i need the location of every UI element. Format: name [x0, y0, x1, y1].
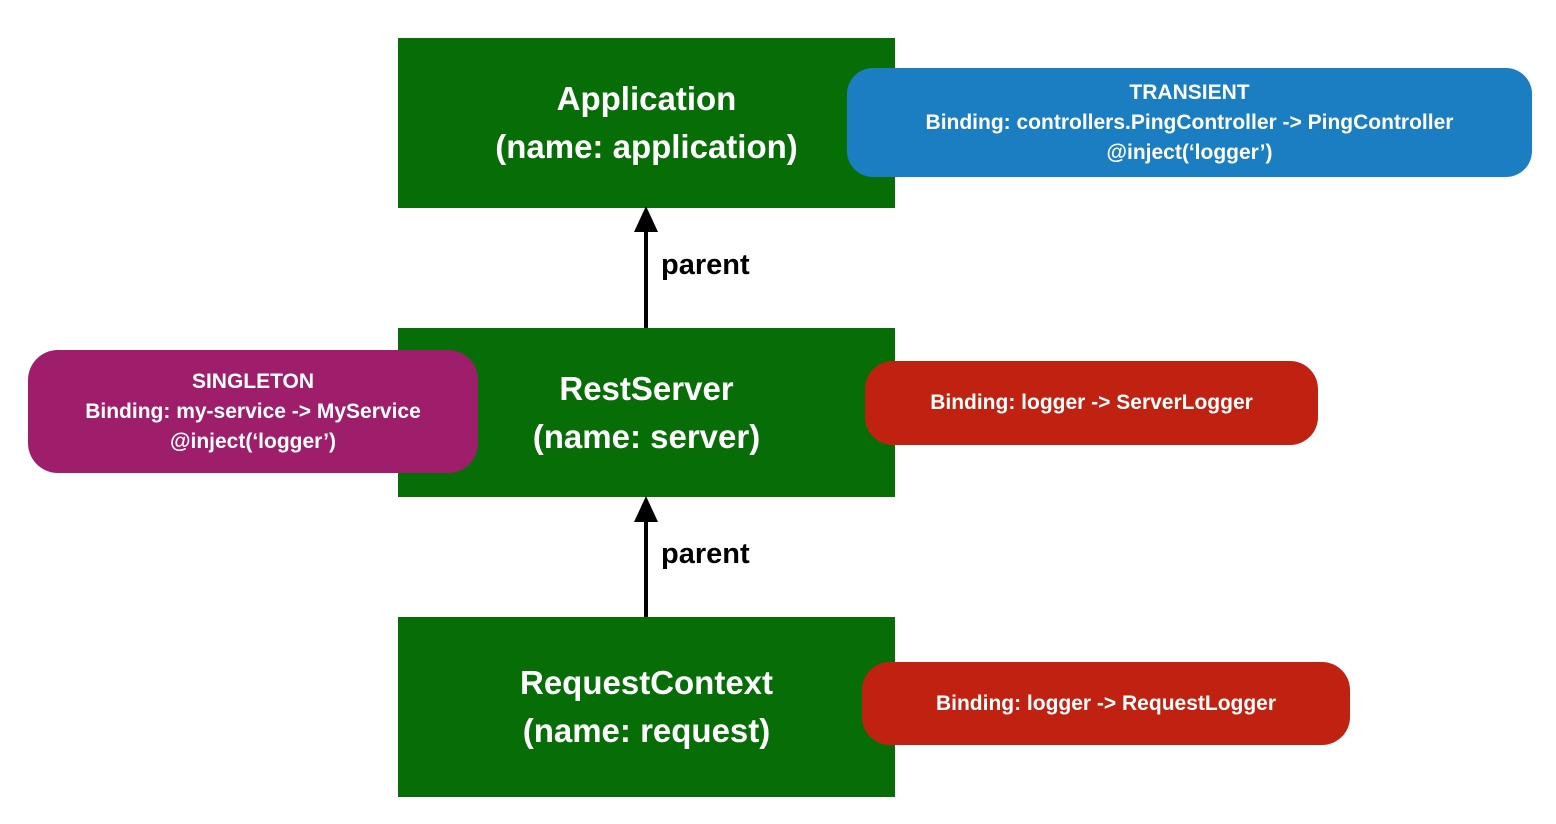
binding-note-server-logger: Binding: logger -> ServerLogger — [865, 361, 1318, 445]
binding-mapping-text: Binding: my-service -> MyService — [85, 399, 421, 423]
parent-edge-label-1: parent — [661, 249, 750, 281]
binding-note-transient: TRANSIENT Binding: controllers.PingContr… — [847, 68, 1532, 177]
binding-mapping-text: Binding: logger -> RequestLogger — [935, 691, 1277, 715]
arrow-up-icon — [634, 496, 658, 522]
parent-arrow-line-2 — [644, 518, 648, 617]
binding-inject-text: @inject(‘logger’) — [170, 429, 336, 453]
binding-mapping-text: Binding: controllers.PingController -> P… — [925, 110, 1454, 134]
binding-note-singleton: SINGLETON Binding: my-service -> MyServi… — [28, 350, 478, 473]
binding-mapping-text: Binding: logger -> ServerLogger — [930, 391, 1253, 414]
binding-scope-label: SINGLETON — [191, 369, 315, 393]
context-title-application: Application — [556, 80, 737, 117]
context-subtitle-restserver: (name: server) — [532, 417, 761, 455]
context-subtitle-application: (name: application) — [495, 128, 798, 165]
parent-edge-label-2: parent — [661, 538, 750, 570]
binding-inject-text: @inject(‘logger’) — [1106, 140, 1273, 164]
context-subtitle-requestcontext: (name: request) — [522, 712, 771, 749]
context-box-restserver: RestServer (name: server) — [398, 328, 895, 497]
context-box-application: Application (name: application) — [398, 38, 895, 208]
binding-note-request-logger: Binding: logger -> RequestLogger — [862, 662, 1350, 745]
context-title-requestcontext: RequestContext — [519, 664, 774, 701]
parent-arrow-line-1 — [644, 228, 648, 328]
binding-scope-label: TRANSIENT — [1129, 80, 1250, 104]
context-box-requestcontext: RequestContext (name: request) — [398, 617, 895, 797]
context-title-restserver: RestServer — [559, 369, 734, 407]
arrow-up-icon — [634, 206, 658, 232]
